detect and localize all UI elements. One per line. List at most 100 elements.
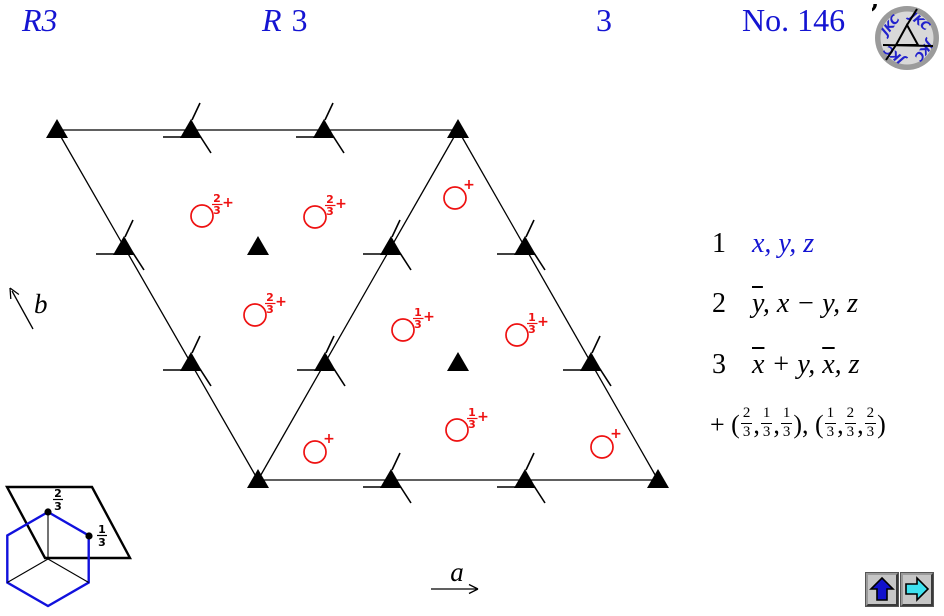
atom-height-label: 13+: [527, 311, 549, 336]
threefold-axis-symbol: [46, 119, 68, 138]
b-axis-arrowhead: [9, 287, 20, 296]
nav-next-button[interactable]: [900, 572, 934, 607]
general-position-atom: 13+: [505, 311, 549, 347]
atom-frac-numerator: 1: [414, 306, 422, 319]
screw-triangle: [113, 236, 135, 255]
threefold-axis-symbol: [247, 469, 269, 488]
atom-circle: [505, 323, 529, 347]
b-axis-label: b: [34, 289, 48, 319]
atom-frac-denominator: 3: [213, 204, 221, 217]
fraction-numerator: 1: [824, 405, 837, 424]
translation-text: ,: [837, 410, 844, 440]
screw-triangle: [180, 119, 202, 138]
general-position-atom: +: [590, 426, 622, 459]
position-coordinates: y, x − y, z: [752, 288, 858, 319]
threefold-screw-axis-symbol: [163, 335, 212, 387]
screw-tail: [391, 219, 401, 238]
inset-lattice-point: [44, 508, 52, 516]
fraction-denominator: 3: [762, 423, 771, 440]
a-axis-arrowhead: [468, 588, 479, 595]
screw-tail: [533, 252, 546, 271]
position-coordinates: x + y, x, z: [752, 349, 860, 380]
translation-text: ,: [857, 410, 864, 440]
atom-plus-sign: +: [222, 195, 234, 211]
a-axis: a: [431, 557, 479, 595]
fraction-numerator: 2: [864, 405, 877, 424]
coordinate-token: x: [752, 349, 765, 380]
threefold-screw-axis-symbol: [163, 102, 212, 154]
screw-tail: [124, 219, 134, 238]
atom-frac-numerator: 1: [468, 406, 476, 419]
position-row: 3 x + y, x, z: [712, 349, 860, 381]
atom-circle: [243, 303, 267, 327]
atom-height-label: +: [323, 431, 335, 447]
translation-text: ,: [773, 410, 780, 440]
fraction-numerator: 1: [780, 405, 793, 424]
inset-height-label: 13: [97, 523, 107, 549]
atom-circle: [443, 186, 467, 210]
fraction-numerator: 2: [844, 405, 857, 424]
fraction-numerator: 2: [740, 405, 753, 424]
logo-comma: ,: [872, 4, 880, 14]
up-arrow-icon: [869, 576, 895, 601]
general-position-atom: +: [303, 431, 335, 464]
inset-lattice-point: [85, 532, 93, 540]
screw-tail: [132, 252, 145, 271]
atom-frac-numerator: 2: [326, 193, 334, 206]
threefold-axis-symbol: [647, 469, 669, 488]
inset-cell-edge: [7, 558, 49, 583]
fraction-denominator: 3: [742, 423, 751, 440]
inset-rhombus-cell: [4, 485, 133, 560]
atom-plus-sign: +: [537, 314, 549, 330]
atom-frac-denominator: 3: [528, 323, 536, 336]
screw-tail: [332, 135, 345, 154]
screw-tail: [599, 368, 612, 387]
position-number: 3: [712, 349, 726, 380]
threefold-screw-axis-symbol: [563, 335, 612, 387]
screw-tail: [325, 335, 335, 354]
fraction-denominator: 3: [846, 423, 855, 440]
atom-frac-denominator: 3: [326, 205, 334, 218]
position-number: 1: [712, 228, 726, 259]
unit-cell-edge: [257, 129, 459, 481]
atom-height-label: +: [463, 177, 475, 193]
screw-triangle: [380, 236, 402, 255]
fraction-numerator: 1: [760, 405, 773, 424]
atom-circle: [445, 418, 469, 442]
general-position-atom: 13+: [391, 306, 435, 342]
atom-plus-sign: +: [335, 196, 347, 212]
nav-up-button[interactable]: [865, 572, 899, 607]
threefold-axis-symbol: [247, 236, 269, 255]
threefold-axis-symbol: [447, 352, 469, 371]
atom-height-label: 23+: [325, 193, 347, 218]
inset-frac-numerator: 2: [54, 487, 62, 500]
logo-disc: [880, 11, 934, 65]
general-position-atom: 23+: [303, 193, 347, 229]
unit-cell-edge: [56, 129, 259, 481]
translation-text: ,: [753, 410, 760, 440]
atom-height-label: 13+: [467, 406, 489, 431]
atom-height-label: 13+: [413, 306, 435, 331]
screw-tail: [525, 219, 535, 238]
screw-triangle: [514, 469, 536, 488]
right-arrow-icon: [905, 576, 930, 602]
b-axis-arrowhead: [9, 287, 12, 300]
atom-circle: [391, 318, 415, 342]
fraction-denominator: 3: [782, 423, 791, 440]
threefold-screw-axis-symbol: [96, 219, 145, 271]
translation-text: + (: [710, 410, 740, 440]
space-group-number: No. 146: [742, 2, 846, 38]
atom-frac-denominator: 3: [468, 418, 476, 431]
general-position-atom: +: [443, 177, 475, 210]
atom-plus-sign: +: [423, 309, 435, 325]
a-axis-arrowhead: [468, 583, 479, 590]
logo-tail: [885, 44, 897, 61]
atom-frac-numerator: 2: [266, 291, 274, 304]
